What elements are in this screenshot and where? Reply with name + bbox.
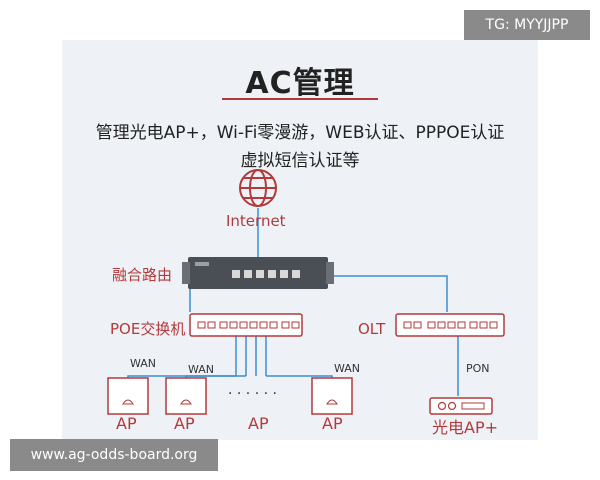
switch-device — [189, 313, 303, 337]
pon-label: PON — [466, 362, 490, 375]
subtitle-line-2: 虚拟短信认证等 — [240, 151, 360, 171]
olt-device — [395, 313, 505, 337]
wan-label-2: WAN — [188, 363, 215, 376]
ap-label-2: AP — [174, 414, 195, 433]
optical-ap-label: 光电AP+ — [432, 418, 499, 437]
line-router-olt — [330, 275, 448, 312]
internet-label: Internet — [226, 212, 286, 230]
title-underline — [222, 98, 378, 100]
poe-switch-label: POE交换机 — [110, 320, 186, 338]
ap-label-1: AP — [116, 414, 137, 433]
ellipsis-dots: · · · · · · — [228, 386, 277, 402]
globe-icon — [239, 169, 277, 207]
optical-ap-device — [429, 397, 493, 415]
ap-label-3: AP — [248, 414, 269, 433]
connection-lines — [127, 208, 459, 396]
ap-panel-icon — [107, 377, 353, 415]
olt-label: OLT — [358, 320, 386, 338]
ap-panel-slots — [122, 399, 338, 405]
subtitle-line-1: 管理光电AP+，Wi-Fi零漫游，WEB认证、PPPOE认证 — [95, 123, 505, 143]
site-watermark: www.ag-odds-board.org — [10, 439, 218, 471]
router-label: 融合路由 — [112, 266, 173, 284]
wan-label-3: WAN — [334, 362, 361, 375]
diagram-title: AC管理 — [245, 66, 355, 101]
ap-label-4: AP — [322, 414, 343, 433]
router-device — [182, 257, 334, 289]
wan-label-1: WAN — [130, 357, 157, 370]
tg-watermark: TG: MYYJJPP — [464, 10, 590, 40]
